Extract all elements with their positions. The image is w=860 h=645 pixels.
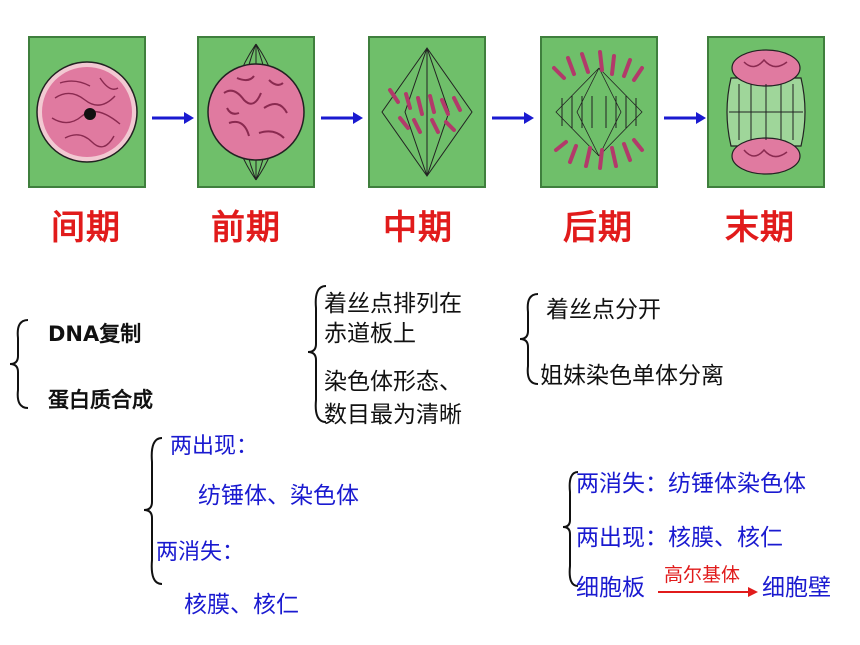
anaphase-cell-image (540, 36, 658, 188)
metaphase-note-line3: 染色体形态、 (324, 369, 462, 395)
metaphase-note-line1: 着丝点排列在 (324, 291, 462, 317)
interphase-note-protein: 蛋白质合成 (48, 388, 153, 412)
stage-label-anaphase: 后期 (563, 208, 633, 248)
interphase-cell-image (28, 36, 146, 188)
metaphase-cell-image (368, 36, 486, 188)
metaphase-note-line2: 赤道板上 (324, 321, 416, 347)
prophase-disappear-items: 核膜、核仁 (184, 592, 299, 618)
telophase-golgi-label: 高尔基体 (664, 564, 741, 586)
telophase-cell-image (707, 36, 825, 188)
anaphase-brace (519, 293, 539, 385)
telophase-cell-wall: 细胞壁 (762, 575, 831, 601)
arrow-3 (492, 112, 534, 124)
telophase-brace (562, 471, 579, 587)
anaphase-note-line2: 姐妹染色单体分离 (540, 363, 724, 389)
telophase-red-arrow (658, 587, 758, 597)
stage-label-prophase: 前期 (211, 208, 281, 248)
prophase-disappear-label: 两消失： (156, 540, 245, 565)
stage-label-telophase: 末期 (725, 208, 795, 248)
prophase-appear-items: 纺锤体、染色体 (198, 483, 359, 509)
metaphase-brace (307, 285, 327, 423)
prophase-brace (143, 437, 163, 585)
interphase-brace (9, 319, 29, 409)
arrow-2 (321, 112, 363, 124)
prophase-cell-image (197, 36, 315, 188)
telophase-cell-plate: 细胞板 (576, 575, 645, 601)
stage-label-metaphase: 中期 (383, 208, 453, 248)
interphase-note-dna: DNA复制 (48, 322, 142, 346)
telophase-note-line1: 两消失：纺锤体染色体 (576, 471, 806, 497)
prophase-appear-label: 两出现： (170, 434, 259, 459)
anaphase-note-line1: 着丝点分开 (546, 297, 661, 323)
arrow-4 (664, 112, 706, 124)
metaphase-note-line4: 数目最为清晰 (324, 402, 462, 428)
stage-label-interphase: 间期 (51, 208, 121, 248)
telophase-note-line2: 两出现：核膜、核仁 (576, 525, 783, 551)
arrow-1 (152, 112, 194, 124)
